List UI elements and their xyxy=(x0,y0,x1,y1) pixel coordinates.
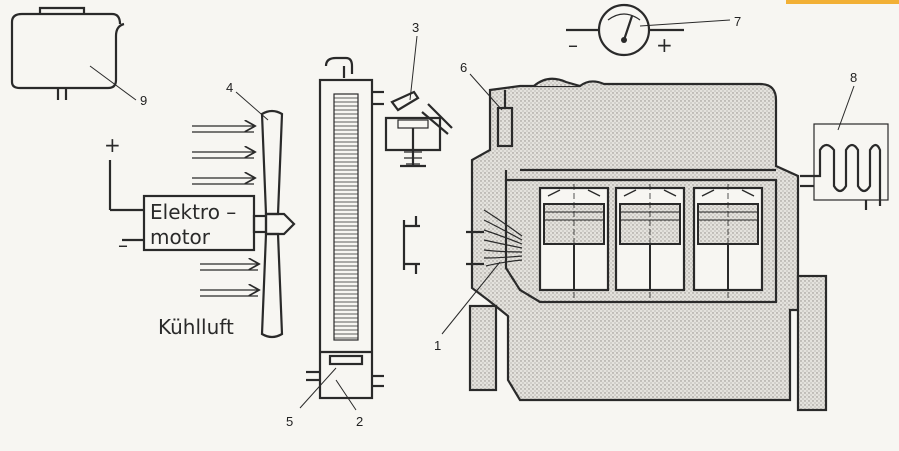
callout-5: 5 xyxy=(286,414,293,429)
callout-1-leader xyxy=(441,261,501,335)
hose-stubs xyxy=(402,216,420,274)
motor-label-line2: motor xyxy=(150,225,211,249)
expansion-tank xyxy=(10,6,125,100)
airflow-label: Kühlluft xyxy=(158,315,234,339)
heater-core xyxy=(800,123,889,210)
temperature-sender xyxy=(496,90,514,148)
accent-strip xyxy=(786,0,899,4)
cylinder xyxy=(692,184,764,300)
callout-2: 2 xyxy=(356,414,363,429)
callout-1: 1 xyxy=(434,338,441,353)
water-pump xyxy=(466,209,523,267)
cylinder xyxy=(538,184,610,300)
airflow-arrows xyxy=(192,126,258,297)
callout-8: 8 xyxy=(850,70,857,85)
motor-label-line1: Elektro – xyxy=(150,200,236,224)
callout-6-leader xyxy=(469,73,503,111)
callout-9-leader xyxy=(89,65,137,101)
cylinders xyxy=(538,184,764,300)
gauge-minus: – xyxy=(568,33,578,57)
callout-6: 6 xyxy=(460,60,467,75)
callout-4-leader xyxy=(235,91,269,121)
plus-sign: + xyxy=(104,133,121,157)
gauge-plus: + xyxy=(656,33,673,57)
electric-motor xyxy=(108,160,296,252)
callout-7: 7 xyxy=(734,14,741,29)
radiator xyxy=(306,56,384,400)
callout-7-leader xyxy=(639,19,731,27)
callout-9: 9 xyxy=(140,93,147,108)
callout-5-leader xyxy=(299,367,337,409)
callout-3-leader xyxy=(409,35,418,101)
minus-sign: – xyxy=(118,233,128,257)
fan-blade xyxy=(260,109,284,339)
callout-8-leader xyxy=(837,85,855,131)
callout-4: 4 xyxy=(226,80,233,95)
cylinder xyxy=(614,184,686,300)
callout-2-leader xyxy=(335,379,357,411)
thermostat xyxy=(384,90,453,168)
temperature-gauge xyxy=(566,3,684,57)
callout-3: 3 xyxy=(412,20,419,35)
